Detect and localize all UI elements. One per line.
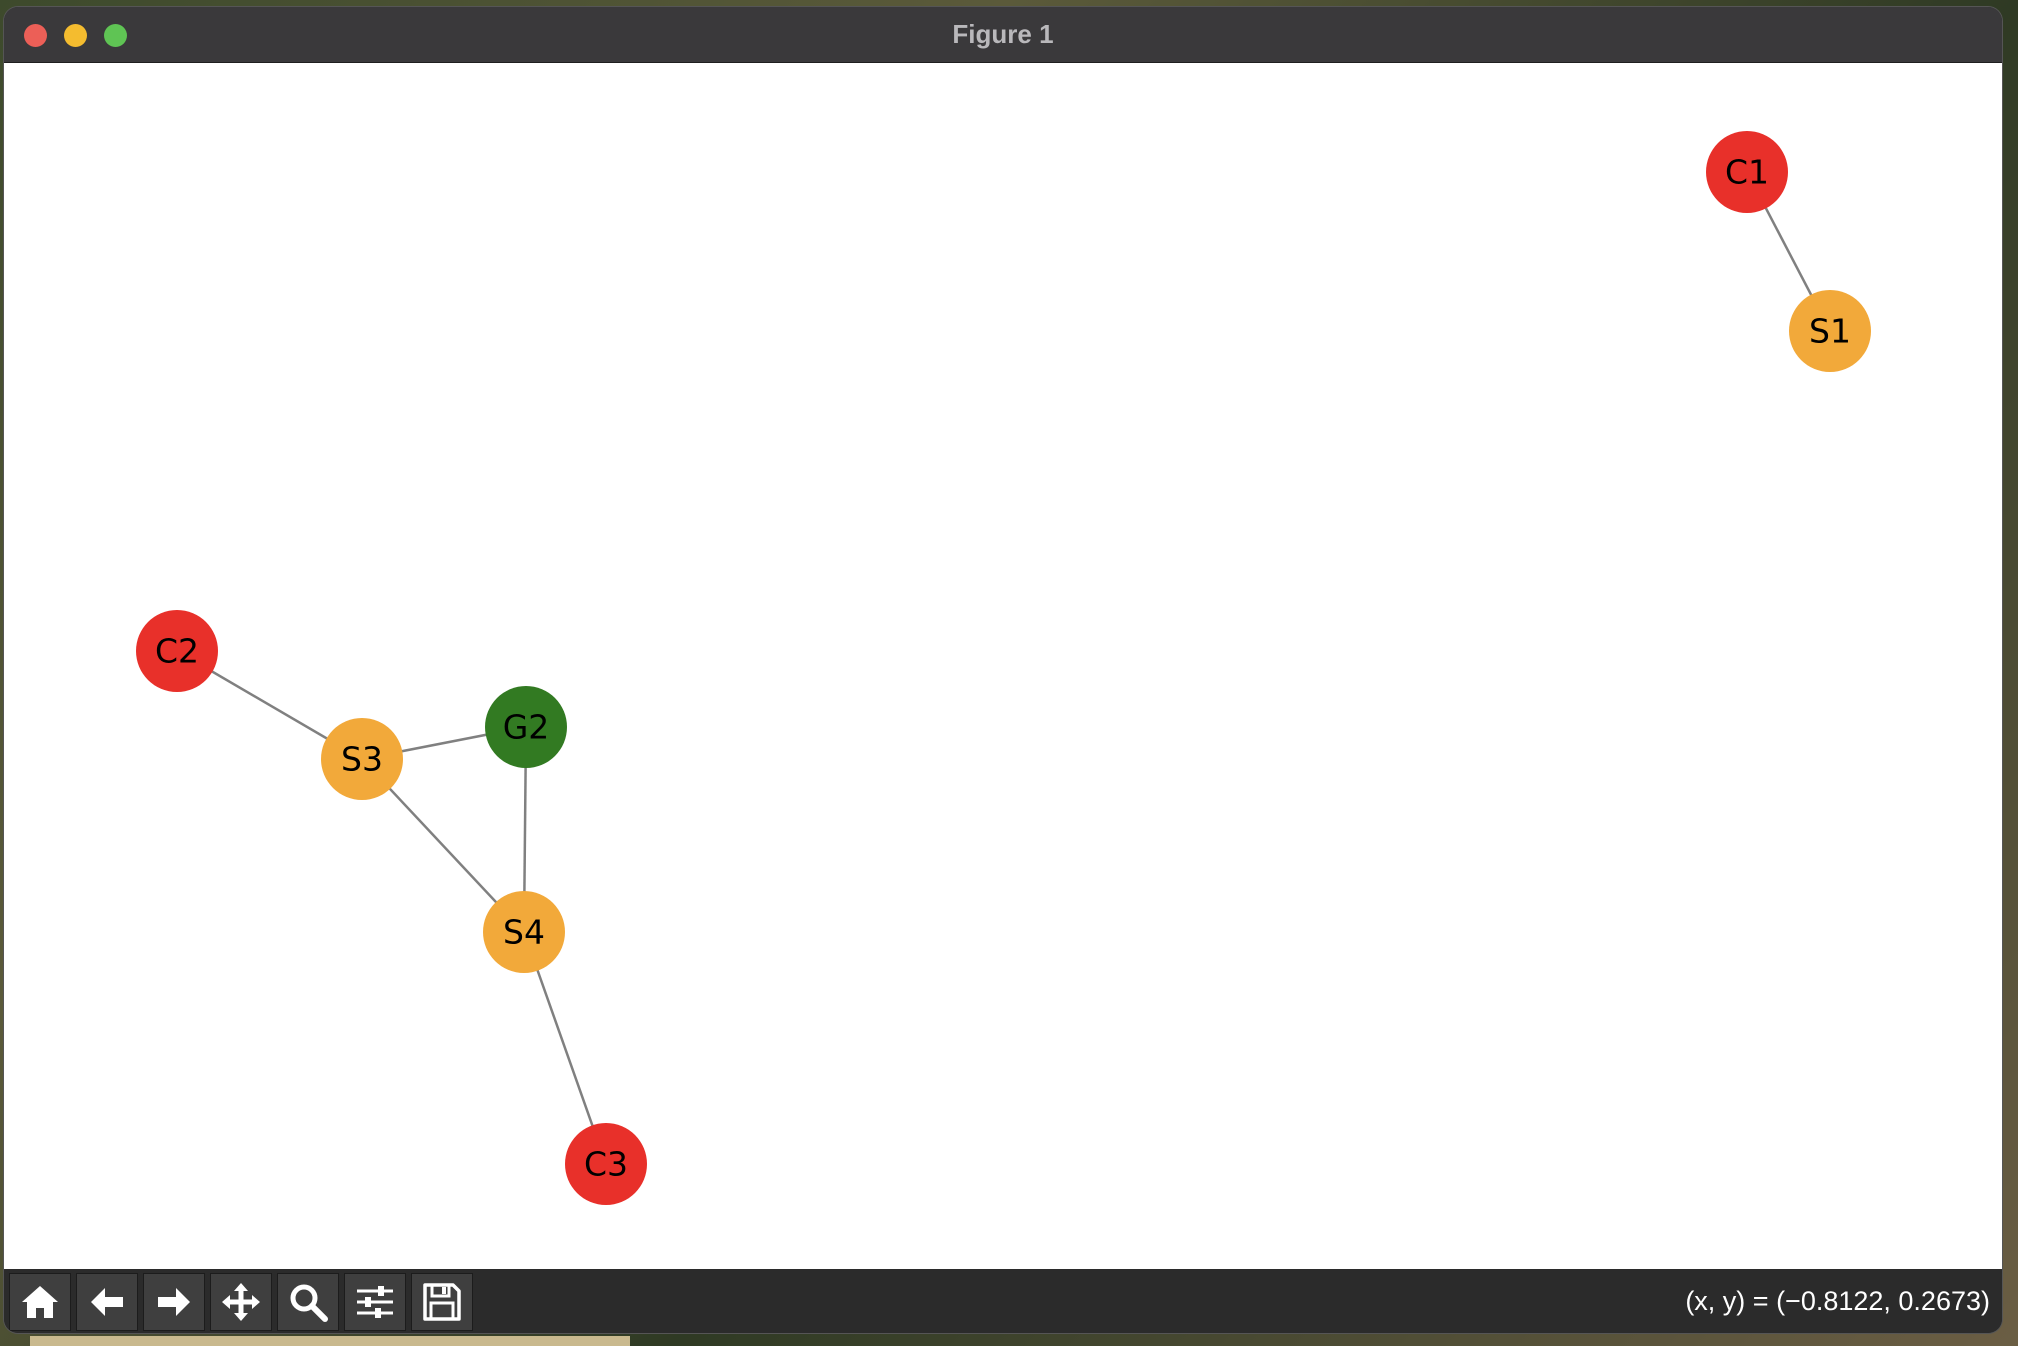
- arrow-left-icon: [91, 1288, 123, 1316]
- title-bar[interactable]: Figure 1: [4, 7, 2002, 63]
- save-button[interactable]: [411, 1273, 473, 1331]
- node-s3: S3: [321, 718, 403, 800]
- node-c3: C3: [565, 1123, 647, 1205]
- edge-s4-c3: [522, 931, 608, 1165]
- node-label: G2: [503, 708, 550, 747]
- node-c1: C1: [1706, 131, 1788, 213]
- node-c2: C2: [136, 610, 218, 692]
- minimize-window-button[interactable]: [64, 24, 87, 47]
- forward-button[interactable]: [143, 1273, 205, 1331]
- home-icon: [22, 1286, 58, 1318]
- node-label: S3: [341, 740, 383, 779]
- node-circle: [483, 891, 565, 973]
- move-icon: [222, 1283, 260, 1321]
- cursor-coordinates: (x, y) = (−0.8122, 0.2673): [1685, 1286, 1990, 1316]
- close-window-button[interactable]: [24, 24, 47, 47]
- pan-button[interactable]: [210, 1273, 272, 1331]
- node-label: S1: [1809, 312, 1851, 351]
- magnifier-icon: [290, 1284, 328, 1322]
- node-circle: [565, 1123, 647, 1205]
- window-title: Figure 1: [952, 19, 1054, 49]
- node-circle: [321, 718, 403, 800]
- node-circle: [1706, 131, 1788, 213]
- node-s4: S4: [483, 891, 565, 973]
- node-label: S4: [503, 913, 545, 952]
- node-circle: [485, 686, 567, 768]
- graph-edges: [176, 171, 1832, 1165]
- home-button[interactable]: [9, 1273, 71, 1331]
- configure-subplots-button[interactable]: [344, 1273, 406, 1331]
- node-label: C2: [155, 632, 199, 671]
- node-circle: [136, 610, 218, 692]
- floppy-disk-icon: [423, 1283, 461, 1321]
- background-strip: [30, 1336, 630, 1346]
- navigation-toolbar: (x, y) = (−0.8122, 0.2673): [4, 1269, 2002, 1333]
- node-circle: [1789, 290, 1871, 372]
- sliders-icon: [357, 1286, 393, 1318]
- zoom-button[interactable]: [277, 1273, 339, 1331]
- node-label: C3: [584, 1145, 628, 1184]
- node-s1: S1: [1789, 290, 1871, 372]
- zoom-window-button[interactable]: [104, 24, 127, 47]
- back-button[interactable]: [76, 1273, 138, 1331]
- node-g2: G2: [485, 686, 567, 768]
- arrow-right-icon: [158, 1288, 190, 1316]
- node-label: C1: [1725, 153, 1769, 192]
